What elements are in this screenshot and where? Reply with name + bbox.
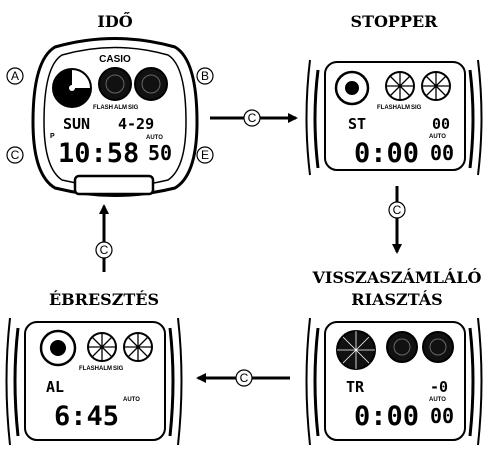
alarm-dial-middle xyxy=(87,332,117,362)
alarm-dial-left xyxy=(39,329,77,367)
alarm-label-alm: ALM xyxy=(99,366,112,372)
arrow-c-label-3: C xyxy=(240,371,249,385)
time-label-sig: SIG xyxy=(128,105,139,111)
time-bottom-tab xyxy=(73,174,155,196)
stopwatch-dial-middle xyxy=(385,71,415,101)
button-e[interactable]: E xyxy=(196,146,214,164)
svg-text:B: B xyxy=(201,69,209,83)
arrow-c-label-1: C xyxy=(248,111,257,125)
alarm-mode-title: ÉBRESZTÉS xyxy=(49,289,159,309)
stopwatch-main-display: 0:00 xyxy=(354,138,419,169)
stopwatch-auto-label: AUTO xyxy=(429,134,446,140)
stopwatch-dial-right xyxy=(421,71,451,101)
time-p-marker: P xyxy=(50,133,55,140)
countdown-main-display: 0:00 xyxy=(354,401,419,432)
time-label-alm: ALM xyxy=(114,105,127,111)
time-mode-title: IDŐ xyxy=(97,11,132,31)
time-seconds: 50 xyxy=(148,141,172,165)
stopwatch-dial-left xyxy=(334,70,370,106)
time-day: SUN xyxy=(63,115,90,133)
arrow-stopwatch-to-countdown: C xyxy=(388,186,406,254)
alarm-label-sig: SIG xyxy=(113,366,124,372)
arrow-c-label-4: C xyxy=(100,243,109,257)
stopwatch-top-right: 00 xyxy=(432,115,450,133)
countdown-mode-watch: VISSZASZÁMLÁLÓ RIASZTÁS TR -0 AUTO 0:00 … xyxy=(305,267,483,446)
stopwatch-mode-indicator: ST xyxy=(348,115,366,133)
countdown-mode-title-line1: VISSZASZÁMLÁLÓ xyxy=(312,267,482,287)
time-mode-watch: IDŐ CASIO FLASH ALM SIG SUN 4-29 P AUTO xyxy=(6,11,214,197)
time-dial-middle xyxy=(98,67,132,101)
alarm-label-flash: FLASH xyxy=(79,366,99,372)
countdown-dial-middle xyxy=(386,331,418,363)
time-dial-right xyxy=(134,67,168,101)
arrow-c-label-2: C xyxy=(393,203,402,217)
time-label-flash: FLASH xyxy=(93,105,113,111)
countdown-top-right: -0 xyxy=(430,378,448,396)
countdown-mode-indicator: TR xyxy=(346,378,365,396)
stopwatch-seconds: 00 xyxy=(430,141,454,165)
arrow-c-badge-1 xyxy=(243,109,261,127)
time-auto-label: AUTO xyxy=(146,135,163,141)
svg-text:C: C xyxy=(11,148,20,162)
alarm-mode-watch: ÉBRESZTÉS FLASH ALM SIG AL AUTO 6:45 xyxy=(5,289,183,446)
button-a[interactable]: A xyxy=(6,67,24,85)
arrow-c-badge-4 xyxy=(95,241,113,259)
time-main-display: 10:58 xyxy=(58,138,139,169)
svg-text:E: E xyxy=(201,148,209,162)
stopwatch-label-alm: ALM xyxy=(397,105,410,111)
countdown-auto-label: AUTO xyxy=(429,397,446,403)
button-b[interactable]: B xyxy=(196,67,214,85)
stopwatch-label-flash: FLASH xyxy=(377,105,397,111)
stopwatch-label-sig: SIG xyxy=(411,105,422,111)
stopwatch-mode-watch: STOPPER FLASH ALM SIG ST 00 AUTO 0:00 00 xyxy=(305,12,483,176)
countdown-mode-title-line2: RIASZTÁS xyxy=(351,289,442,309)
svg-text:A: A xyxy=(11,69,19,83)
arrow-alarm-to-time: C xyxy=(95,204,113,272)
arrow-c-badge-2 xyxy=(388,201,406,219)
countdown-seconds: 00 xyxy=(430,404,454,428)
time-date: 4-29 xyxy=(118,115,154,133)
countdown-dial-right xyxy=(422,331,454,363)
stopwatch-mode-title: STOPPER xyxy=(351,12,439,31)
arrow-countdown-to-alarm: C xyxy=(196,369,290,387)
time-dial-left xyxy=(52,68,92,108)
arrow-time-to-stopwatch: C xyxy=(210,109,298,127)
alarm-dial-right xyxy=(123,332,153,362)
alarm-auto-label: AUTO xyxy=(123,397,140,403)
countdown-dial-left xyxy=(336,330,376,370)
button-c[interactable]: C xyxy=(6,146,24,164)
casio-logo: CASIO xyxy=(99,54,131,65)
arrow-c-badge-3 xyxy=(235,369,253,387)
alarm-mode-indicator: AL xyxy=(46,378,64,396)
alarm-main-display: 6:45 xyxy=(54,401,119,432)
